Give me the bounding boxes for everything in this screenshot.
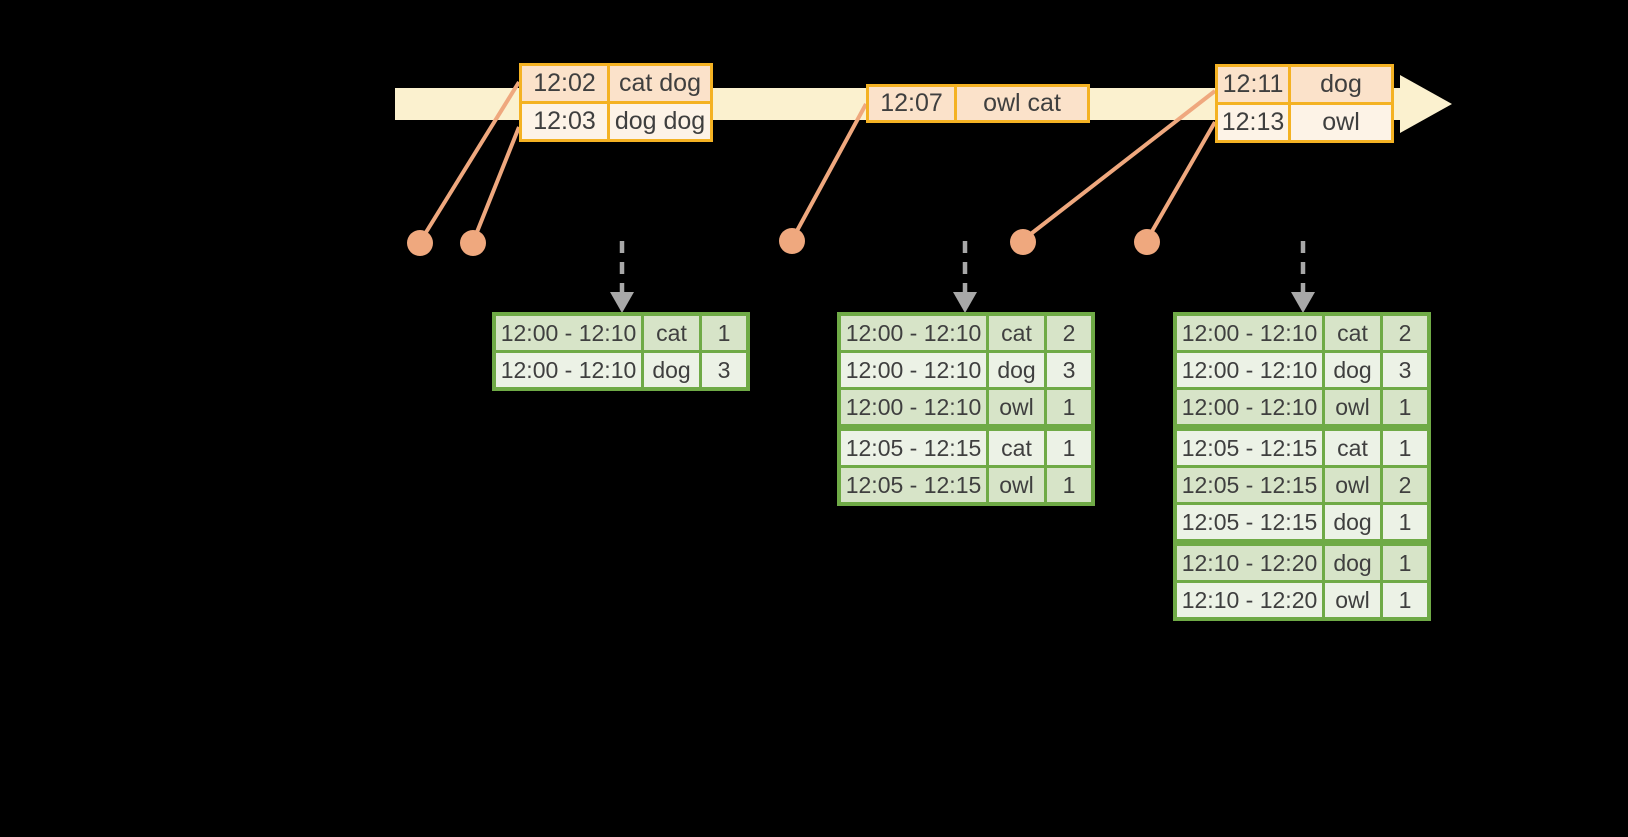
- event-dot-1202: [407, 230, 433, 256]
- event-words-cell: dog dog: [610, 104, 710, 139]
- window-cell: 12:05 - 12:15: [1177, 505, 1322, 539]
- window-cell: 12:05 - 12:15: [1177, 468, 1322, 502]
- event-dot-1213: [1134, 229, 1160, 255]
- count-cell: 1: [1047, 431, 1091, 465]
- event-time-cell: 12:03: [522, 104, 607, 139]
- count-cell: 1: [1383, 505, 1427, 539]
- count-cell: 1: [1047, 468, 1091, 502]
- word-cell: cat: [1325, 316, 1380, 350]
- window-cell: 12:05 - 12:15: [1177, 431, 1322, 465]
- count-cell: 2: [1047, 316, 1091, 350]
- word-cell: dog: [1325, 353, 1380, 387]
- word-cell: owl: [1325, 583, 1380, 617]
- event-words-cell: owl cat: [957, 87, 1087, 120]
- word-cell: dog: [644, 353, 699, 387]
- word-cell: owl: [1325, 390, 1380, 424]
- event-time-cell: 12:11: [1218, 67, 1288, 102]
- count-cell: 2: [1383, 468, 1427, 502]
- event-connector-lines: [418, 80, 1217, 244]
- event-line-1211: [1021, 89, 1217, 242]
- event-dot-1211: [1010, 229, 1036, 255]
- trigger-arrowhead-icon-3: [1291, 292, 1315, 313]
- trigger-arrowhead-icon-1: [610, 292, 634, 313]
- word-cell: cat: [644, 316, 699, 350]
- word-cell: cat: [989, 431, 1044, 465]
- event-time-cell: 12:13: [1218, 105, 1288, 140]
- window-cell: 12:00 - 12:10: [841, 353, 986, 387]
- window-cell: 12:10 - 12:20: [1177, 583, 1322, 617]
- event-words-cell: cat dog: [610, 66, 710, 101]
- window-cell: 12:00 - 12:10: [1177, 390, 1322, 424]
- word-cell: owl: [1325, 468, 1380, 502]
- window-cell: 12:10 - 12:20: [1177, 546, 1322, 580]
- word-cell: dog: [1325, 505, 1380, 539]
- count-cell: 2: [1383, 316, 1427, 350]
- count-cell: 1: [1383, 583, 1427, 617]
- window-cell: 12:05 - 12:15: [841, 431, 986, 465]
- event-words-cell: owl: [1291, 105, 1391, 140]
- window-cell: 12:00 - 12:10: [1177, 316, 1322, 350]
- count-cell: 1: [1383, 431, 1427, 465]
- window-cell: 12:00 - 12:10: [841, 316, 986, 350]
- trigger-arrows: [610, 241, 1315, 313]
- trigger-arrowhead-icon-2: [953, 292, 977, 313]
- event-words-cell: dog: [1291, 67, 1391, 102]
- word-cell: cat: [1325, 431, 1380, 465]
- word-cell: owl: [989, 390, 1044, 424]
- event-time-cell: 12:07: [869, 87, 954, 120]
- event-line-1207: [790, 103, 868, 241]
- word-cell: dog: [1325, 546, 1380, 580]
- event-line-1203: [471, 126, 521, 243]
- event-line-1213: [1145, 121, 1217, 241]
- event-dot-1203: [460, 230, 486, 256]
- word-cell: dog: [989, 353, 1044, 387]
- count-cell: 1: [1047, 390, 1091, 424]
- event-time-cell: 12:02: [522, 66, 607, 101]
- window-cell: 12:05 - 12:15: [841, 468, 986, 502]
- word-cell: owl: [989, 468, 1044, 502]
- window-cell: 12:00 - 12:10: [496, 316, 641, 350]
- event-line-1202: [418, 80, 521, 244]
- timeline-arrowhead-icon: [1400, 75, 1452, 133]
- word-cell: cat: [989, 316, 1044, 350]
- window-cell: 12:00 - 12:10: [1177, 353, 1322, 387]
- count-cell: 1: [702, 316, 746, 350]
- event-dot-1207: [779, 228, 805, 254]
- event-dots: [407, 228, 1160, 256]
- window-cell: 12:00 - 12:10: [496, 353, 641, 387]
- count-cell: 1: [1383, 390, 1427, 424]
- count-cell: 3: [1047, 353, 1091, 387]
- count-cell: 3: [1383, 353, 1427, 387]
- window-cell: 12:00 - 12:10: [841, 390, 986, 424]
- count-cell: 3: [702, 353, 746, 387]
- count-cell: 1: [1383, 546, 1427, 580]
